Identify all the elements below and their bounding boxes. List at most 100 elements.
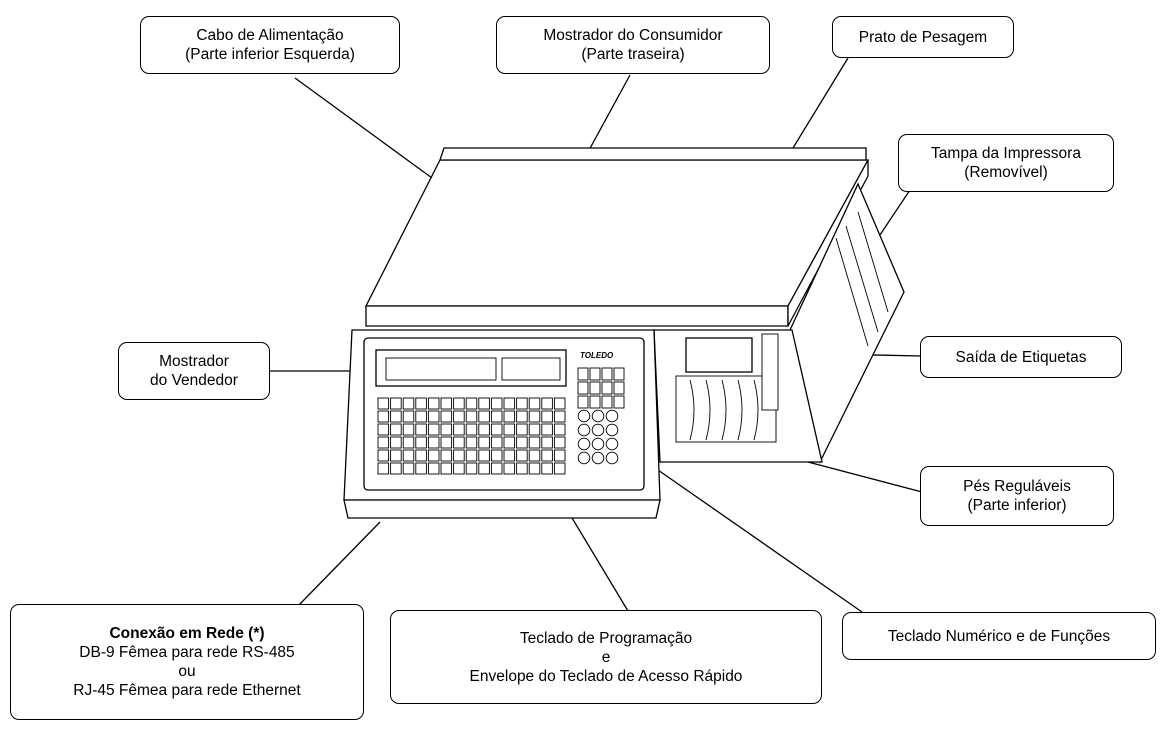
programming-key: [440, 397, 453, 410]
programming-key: [453, 462, 465, 475]
programming-key: [503, 449, 516, 462]
weighing-plate-line1: Prato de Pesagem: [858, 28, 988, 46]
numeric-key: [577, 423, 591, 437]
programming-key: [415, 410, 427, 423]
programming-key: [478, 449, 490, 462]
seller-display-segment-1: [385, 357, 497, 381]
programming-key: [516, 397, 528, 410]
numeric-key: [605, 423, 619, 437]
programming-key: [541, 423, 553, 436]
label-programming-keyboard: Teclado de Programação e Envelope do Tec…: [390, 610, 822, 704]
programming-key: [377, 449, 390, 462]
programming-key: [490, 397, 503, 410]
programming-key: [528, 423, 541, 436]
scale-body: TOLEDO: [343, 147, 905, 519]
programming-key: [490, 436, 503, 449]
function-key: [613, 395, 625, 409]
numeric-key: [605, 437, 619, 451]
leader-network: [297, 521, 381, 607]
customer-display-line1: Mostrador do Consumidor: [543, 27, 723, 44]
programming-key: [440, 462, 453, 475]
programming-key: [553, 462, 566, 475]
leader-power-cable: [294, 77, 433, 179]
network-line3: ou: [178, 663, 196, 680]
programming-key: [465, 436, 478, 449]
printer-rollers: [689, 379, 759, 441]
leader-adjustable-feet: [807, 461, 923, 493]
programming-key: [490, 410, 503, 423]
numeric-key: [577, 437, 591, 451]
programming-key: [528, 436, 541, 449]
leader-customer-display: [587, 74, 631, 153]
function-key: [589, 381, 601, 395]
programming-key: [453, 410, 465, 423]
programming-key: [377, 397, 390, 410]
programming-key: [541, 410, 553, 423]
programming-keyboard-line3: Envelope do Teclado de Acesso Rápido: [469, 667, 743, 685]
function-key: [589, 367, 601, 381]
weighing-plate-top: [364, 159, 870, 307]
programming-key: [465, 449, 478, 462]
weighing-plate-front-edge: [365, 305, 789, 327]
programming-key: [478, 436, 490, 449]
programming-key: [402, 397, 415, 410]
programming-key: [415, 397, 427, 410]
programming-key: [541, 449, 553, 462]
numeric-key: [577, 451, 591, 465]
function-key: [589, 395, 601, 409]
programming-key: [453, 436, 465, 449]
programming-key: [440, 410, 453, 423]
function-key: [577, 395, 589, 409]
printer-side-bar: [761, 333, 779, 411]
function-key: [613, 367, 625, 381]
programming-key: [427, 436, 440, 449]
numeric-key: [605, 451, 619, 465]
programming-key: [390, 449, 402, 462]
programming-key: [503, 397, 516, 410]
programming-key: [528, 397, 541, 410]
label-weighing-plate: Prato de Pesagem: [832, 16, 1014, 58]
seller-display-segment-2: [501, 357, 561, 381]
programming-keyboard-line2: e: [601, 648, 611, 666]
network-title: Conexão em Rede (*): [109, 625, 265, 642]
programming-key: [390, 397, 402, 410]
programming-key: [465, 423, 478, 436]
numeric-keyboard-keys: [577, 367, 625, 465]
numeric-key: [591, 409, 605, 423]
programming-key: [503, 436, 516, 449]
programming-key: [528, 410, 541, 423]
programming-key: [541, 436, 553, 449]
numeric-key: [591, 451, 605, 465]
printer-side-groove-2: [845, 225, 879, 333]
customer-display-line2: (Parte traseira): [581, 46, 685, 63]
numeric-key: [605, 409, 619, 423]
programming-key: [427, 397, 440, 410]
function-key: [613, 381, 625, 395]
console-base: [343, 499, 661, 519]
programming-key: [465, 397, 478, 410]
programming-key: [377, 436, 390, 449]
label-network-connection: Conexão em Rede (*) DB-9 Fêmea para rede…: [10, 604, 364, 720]
adjustable-feet-line1: Pés Reguláveis: [963, 478, 1071, 495]
programming-key: [415, 423, 427, 436]
numeric-keyboard-line1: Teclado Numérico e de Funções: [887, 627, 1111, 645]
label-seller-display: Mostrador do Vendedor: [118, 342, 270, 400]
programming-key: [553, 397, 566, 410]
programming-key: [503, 410, 516, 423]
programming-key: [528, 449, 541, 462]
label-adjustable-feet: Pés Reguláveis (Parte inferior): [920, 466, 1114, 526]
programming-key: [516, 449, 528, 462]
programming-key: [415, 449, 427, 462]
label-output-line1: Saída de Etiquetas: [955, 348, 1087, 366]
label-power-cable: Cabo de Alimentação (Parte inferior Esqu…: [140, 16, 400, 74]
programming-key: [503, 462, 516, 475]
programming-key: [541, 462, 553, 475]
seller-display-line2: do Vendedor: [150, 372, 238, 389]
programming-key: [516, 436, 528, 449]
programming-key: [402, 449, 415, 462]
programming-key: [490, 462, 503, 475]
programming-key: [553, 423, 566, 436]
numeric-key: [577, 409, 591, 423]
